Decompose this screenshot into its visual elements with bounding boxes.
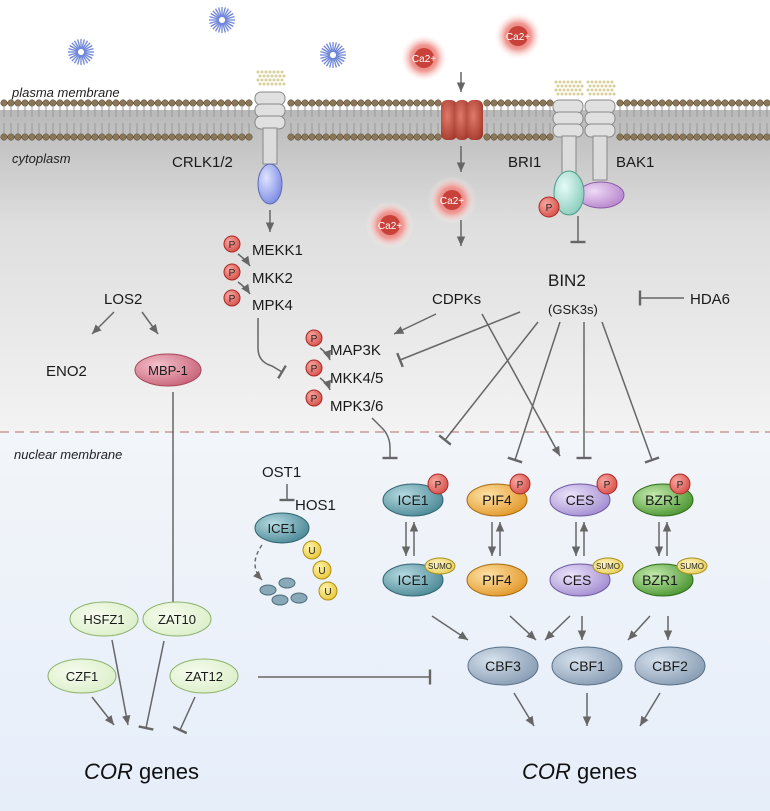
bak1-label: BAK1 <box>616 154 654 171</box>
mpk36-label: MPK3/6 <box>330 398 383 415</box>
cold-star-icon <box>209 7 235 33</box>
svg-text:CBF1: CBF1 <box>569 658 605 674</box>
svg-text:CBF3: CBF3 <box>485 658 521 674</box>
svg-text:P: P <box>311 334 318 345</box>
calcium-channel <box>441 100 483 140</box>
cytoplasm-label: cytoplasm <box>12 151 71 166</box>
cbf1-node: CBF1 <box>551 646 623 686</box>
svg-text:P: P <box>229 268 236 279</box>
svg-text:P: P <box>677 480 684 491</box>
pif4-unmodified: PIF4 <box>466 563 528 597</box>
plasma-membrane-bilayer <box>0 99 770 141</box>
extracellular-space <box>0 0 770 100</box>
svg-text:Ca2+: Ca2+ <box>412 54 436 65</box>
ces-phospho: CES P <box>549 473 618 517</box>
svg-text:SUMO: SUMO <box>596 562 620 571</box>
plasma-membrane-label: plasma membrane <box>11 85 120 100</box>
svg-text:PIF4: PIF4 <box>482 572 512 588</box>
svg-text:P: P <box>435 480 442 491</box>
svg-text:U: U <box>318 566 325 577</box>
hos1-label: HOS1 <box>295 497 336 514</box>
hsfz1-node: HSFZ1 <box>69 601 139 637</box>
phospho-badge <box>538 196 560 218</box>
nuclear-membrane-label: nuclear membrane <box>14 447 122 462</box>
mapk-cascade-2: P P P <box>305 329 331 407</box>
bin2-label: BIN2 <box>548 271 586 290</box>
svg-text:SUMO: SUMO <box>428 562 452 571</box>
cor-genes-right: COR genes <box>522 759 637 784</box>
svg-text:ICE1: ICE1 <box>397 572 428 588</box>
calcium-ion: Ca2+ <box>400 34 448 82</box>
svg-text:ZAT12: ZAT12 <box>185 669 223 684</box>
svg-text:Ca2+: Ca2+ <box>378 221 402 232</box>
bzr1-phospho: BZR1 P <box>632 473 694 517</box>
mpk4-label: MPK4 <box>252 297 293 314</box>
cold-star-icon <box>320 42 346 68</box>
gsk3s-label: (GSK3s) <box>548 302 598 317</box>
crlk-receptor <box>254 70 286 205</box>
svg-text:CZF1: CZF1 <box>66 669 99 684</box>
svg-text:BZR1: BZR1 <box>642 572 678 588</box>
svg-text:P: P <box>517 480 524 491</box>
mapk-cascade-1: P P P <box>223 235 251 307</box>
mekk1-label: MEKK1 <box>252 242 303 259</box>
svg-text:BZR1: BZR1 <box>645 492 681 508</box>
svg-text:ICE1: ICE1 <box>397 492 428 508</box>
cdpks-label: CDPKs <box>432 291 481 308</box>
svg-text:ZAT10: ZAT10 <box>158 612 196 627</box>
equilibrium-arrows <box>401 522 672 556</box>
svg-text:CES: CES <box>566 492 595 508</box>
svg-text:MBP-1: MBP-1 <box>148 363 188 378</box>
svg-text:P: P <box>311 364 318 375</box>
ces-sumo: CES SUMO <box>549 557 624 597</box>
calcium-ion: Ca2+ <box>428 176 476 224</box>
cbf3-node: CBF3 <box>467 646 539 686</box>
svg-text:U: U <box>324 587 331 598</box>
ice1-ubiquitinated: ICE1 U U U <box>253 512 338 606</box>
bzr1-sumo: BZR1 SUMO <box>632 557 708 597</box>
svg-text:Ca2+: Ca2+ <box>506 32 530 43</box>
zat10-node: ZAT10 <box>142 601 212 637</box>
eno2-label: ENO2 <box>46 363 87 380</box>
crlk-label: CRLK1/2 <box>172 154 233 171</box>
zat12-node: ZAT12 <box>169 658 239 694</box>
svg-text:CES: CES <box>563 572 592 588</box>
ice1-sumo: ICE1 SUMO <box>382 557 456 597</box>
svg-text:SUMO: SUMO <box>680 562 704 571</box>
svg-text:Ca2+: Ca2+ <box>440 196 464 207</box>
czf1-node: CZF1 <box>47 658 117 694</box>
svg-text:P: P <box>229 240 236 251</box>
svg-text:P: P <box>311 394 318 405</box>
mkk2-label: MKK2 <box>252 270 293 287</box>
ice1-phospho: ICE1 P <box>382 473 449 517</box>
hda6-label: HDA6 <box>690 291 730 308</box>
svg-text:ICE1: ICE1 <box>268 521 297 536</box>
cor-genes-left: COR genes <box>84 759 199 784</box>
svg-text:P: P <box>604 480 611 491</box>
svg-text:PIF4: PIF4 <box>482 492 512 508</box>
map3k-label: MAP3K <box>330 342 381 359</box>
svg-text:HSFZ1: HSFZ1 <box>83 612 124 627</box>
svg-text:P: P <box>229 294 236 305</box>
calcium-ion: Ca2+ <box>366 201 414 249</box>
svg-text:U: U <box>308 546 315 557</box>
pif4-phospho: PIF4 P <box>466 473 531 517</box>
los2-label: LOS2 <box>104 291 142 308</box>
cbf2-node: CBF2 <box>634 646 706 686</box>
cold-star-icon <box>68 39 94 65</box>
svg-text:P: P <box>546 203 553 214</box>
calcium-ion: Ca2+ <box>494 12 542 60</box>
bri1-label: BRI1 <box>508 154 541 171</box>
svg-text:CBF2: CBF2 <box>652 658 688 674</box>
ost1-label: OST1 <box>262 464 301 481</box>
cytoplasm-region <box>0 110 770 432</box>
mbp1-node: MBP-1 <box>134 353 202 387</box>
mkk45-label: MKK4/5 <box>330 370 383 387</box>
bri1-bak1-receptor: P <box>538 80 625 218</box>
